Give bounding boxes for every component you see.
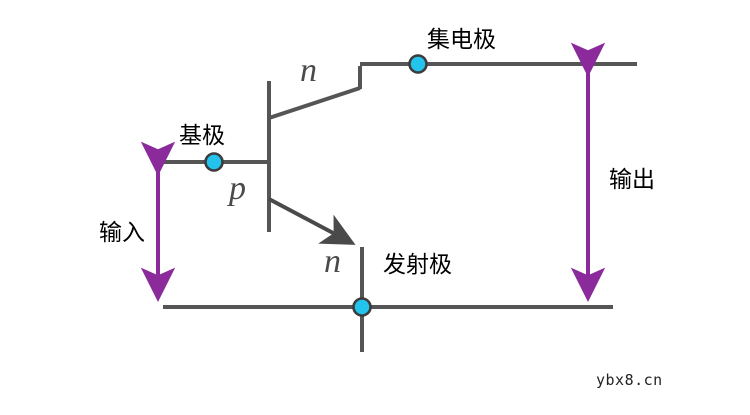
collector-label: 集电极 [427,26,496,52]
watermark: ybx8.cn [596,371,663,389]
wire-group [163,62,637,352]
input-label: 输入 [99,219,145,245]
output-label: 输出 [609,166,655,192]
node-group [204,54,428,317]
collector-diagonal-wire [268,86,361,120]
collector-region-label: n [300,52,317,89]
emitter-label: 发射极 [383,251,452,277]
collector-node-dot[interactable] [408,54,428,74]
emitter-diagonal-wire [268,197,356,245]
base-node-dot[interactable] [204,152,224,172]
base-region-label: p [229,170,246,207]
emitter-node-dot[interactable] [352,297,372,317]
emitter-region-label: n [324,243,341,280]
measure-arrow-group [140,42,606,303]
base-label: 基极 [179,122,225,148]
